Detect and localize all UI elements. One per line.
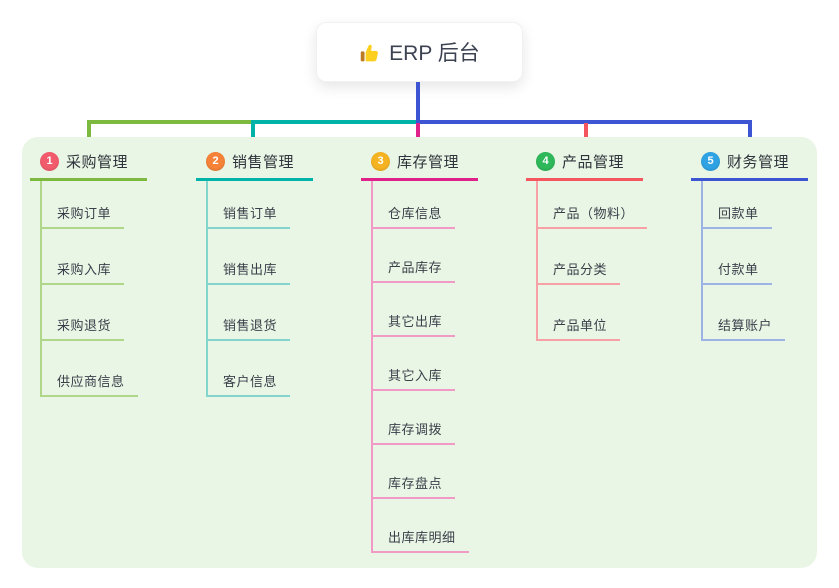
node-label: 产品（物料） <box>538 203 648 229</box>
node-item[interactable]: 采购订单 <box>42 181 190 229</box>
node-label: 客户信息 <box>208 371 291 397</box>
node-label: 其它入库 <box>373 365 456 391</box>
node-label: 仓库信息 <box>373 203 456 229</box>
branch-inventory-children: 仓库信息 产品库存 其它出库 其它入库 库存调拨 库存盘点 出库库明细 <box>371 181 521 553</box>
branch-product: 4 产品管理 产品（物料） 产品分类 产品单位 <box>526 151 686 341</box>
node-item[interactable]: 库存调拨 <box>373 391 521 445</box>
node-label: 回款单 <box>703 203 772 229</box>
badge-4-icon: 4 <box>536 151 555 171</box>
node-item[interactable]: 采购入库 <box>42 229 190 285</box>
node-label: 销售出库 <box>208 259 291 285</box>
branch-underline <box>30 178 147 181</box>
node-item[interactable]: 付款单 <box>703 229 839 285</box>
branch-sales-children: 销售订单 销售出库 销售退货 客户信息 <box>206 181 356 397</box>
connector-drop-sales <box>251 120 255 148</box>
badge-2-icon: 2 <box>206 151 225 171</box>
node-label: 出库库明细 <box>373 527 469 553</box>
node-label: 库存调拨 <box>373 419 456 445</box>
root-node[interactable]: ERP 后台 <box>316 22 523 82</box>
node-label: 结算账户 <box>703 315 786 341</box>
branch-label: 库存管理 <box>397 153 460 171</box>
node-item[interactable]: 产品（物料） <box>538 181 686 229</box>
branch-underline <box>196 178 313 181</box>
thumbs-up-icon <box>359 43 380 64</box>
node-item[interactable]: 其它入库 <box>373 337 521 391</box>
node-label: 采购订单 <box>42 203 125 229</box>
connector-horizontal-blue <box>416 120 752 124</box>
node-item[interactable]: 其它出库 <box>373 283 521 337</box>
branch-inventory: 3 库存管理 仓库信息 产品库存 其它出库 其它入库 库存调拨 库存盘点 出库库… <box>361 151 521 553</box>
connector-drop-purchase <box>87 120 91 148</box>
node-item[interactable]: 产品单位 <box>538 285 686 341</box>
branch-sales-header[interactable]: 2 销售管理 <box>206 151 356 171</box>
connector-drop-inventory <box>416 123 420 148</box>
branch-label: 产品管理 <box>562 153 625 171</box>
branch-underline <box>526 178 643 181</box>
node-item[interactable]: 出库库明细 <box>373 499 521 553</box>
node-item[interactable]: 结算账户 <box>703 285 839 341</box>
branch-inventory-header[interactable]: 3 库存管理 <box>371 151 521 171</box>
node-item[interactable]: 销售订单 <box>208 181 356 229</box>
node-item[interactable]: 供应商信息 <box>42 341 190 397</box>
node-item[interactable]: 库存盘点 <box>373 445 521 499</box>
node-label: 产品单位 <box>538 315 621 341</box>
root-title: ERP 后台 <box>389 42 480 65</box>
branch-finance: 5 财务管理 回款单 付款单 结算账户 <box>691 151 839 341</box>
node-item[interactable]: 仓库信息 <box>373 181 521 229</box>
branch-finance-children: 回款单 付款单 结算账户 <box>701 181 839 341</box>
branch-product-children: 产品（物料） 产品分类 产品单位 <box>536 181 686 341</box>
branches-panel <box>22 137 817 568</box>
node-label: 销售退货 <box>208 315 291 341</box>
node-label: 采购入库 <box>42 259 125 285</box>
node-label: 其它出库 <box>373 311 456 337</box>
branch-label: 采购管理 <box>66 153 129 171</box>
node-label: 产品库存 <box>373 257 456 283</box>
branch-sales: 2 销售管理 销售订单 销售出库 销售退货 客户信息 <box>196 151 356 397</box>
node-label: 付款单 <box>703 259 772 285</box>
badge-1-icon: 1 <box>40 151 59 171</box>
node-label: 库存盘点 <box>373 473 456 499</box>
connector-drop-product <box>584 123 588 148</box>
branch-underline <box>361 178 478 181</box>
branch-finance-header[interactable]: 5 财务管理 <box>701 151 839 171</box>
branch-label: 销售管理 <box>232 153 295 171</box>
node-item[interactable]: 回款单 <box>703 181 839 229</box>
badge-3-icon: 3 <box>371 151 390 171</box>
node-label: 销售订单 <box>208 203 291 229</box>
node-label: 产品分类 <box>538 259 621 285</box>
node-label: 采购退货 <box>42 315 125 341</box>
node-item[interactable]: 采购退货 <box>42 285 190 341</box>
connector-drop-finance <box>748 120 752 148</box>
node-item[interactable]: 客户信息 <box>208 341 356 397</box>
badge-5-icon: 5 <box>701 151 720 171</box>
branch-label: 财务管理 <box>727 153 790 171</box>
branch-purchase: 1 采购管理 采购订单 采购入库 采购退货 供应商信息 <box>30 151 190 397</box>
node-item[interactable]: 产品库存 <box>373 229 521 283</box>
node-item[interactable]: 销售退货 <box>208 285 356 341</box>
branch-purchase-header[interactable]: 1 采购管理 <box>40 151 190 171</box>
node-item[interactable]: 销售出库 <box>208 229 356 285</box>
branch-purchase-children: 采购订单 采购入库 采购退货 供应商信息 <box>40 181 190 397</box>
connector-horizontal-green <box>87 120 253 124</box>
branch-underline <box>691 178 808 181</box>
connector-horizontal-teal <box>251 120 418 124</box>
root-connector-line <box>416 82 420 124</box>
node-label: 供应商信息 <box>42 371 138 397</box>
branch-product-header[interactable]: 4 产品管理 <box>536 151 686 171</box>
node-item[interactable]: 产品分类 <box>538 229 686 285</box>
